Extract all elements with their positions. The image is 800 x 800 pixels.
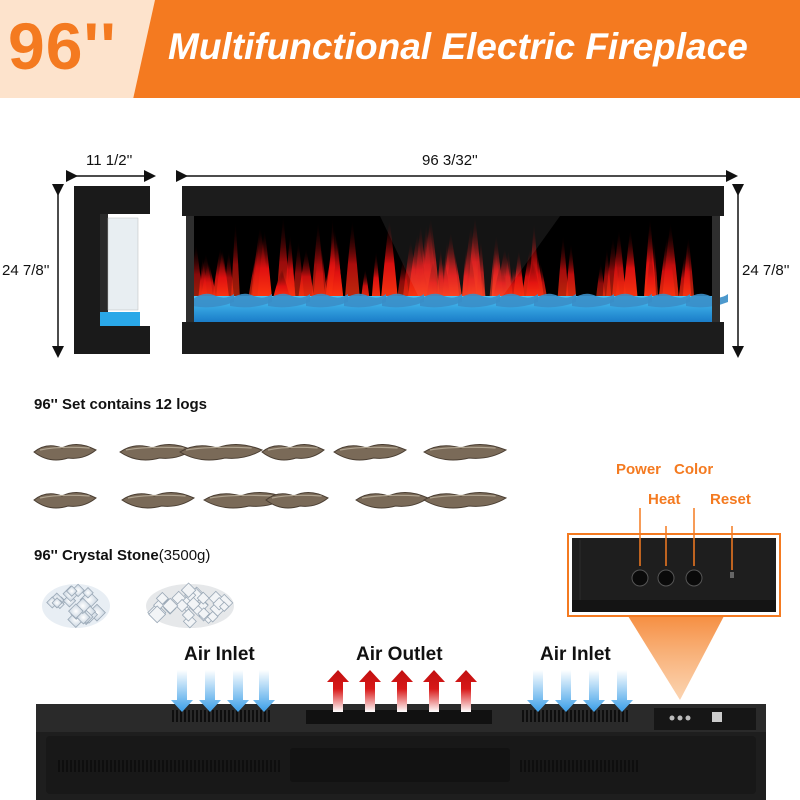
log-item [261, 444, 325, 461]
air-outlet-arrow-icon [327, 670, 477, 712]
right-height-label: 24 7/8'' [742, 262, 790, 279]
log-item [179, 444, 264, 461]
log-item [423, 492, 508, 509]
air-inlet-right-label: Air Inlet [540, 644, 611, 665]
side-width-label: 11 1/2'' [86, 152, 133, 169]
size-badge [0, 0, 155, 98]
crystal-stone-weight: (3500g) [158, 547, 211, 564]
crystal-stones-glass [146, 582, 234, 629]
log-item [33, 492, 97, 509]
control-panel-zoom [567, 508, 781, 700]
color-knob-icon [685, 569, 703, 587]
log-set [33, 444, 508, 509]
side-view-fireplace [74, 186, 150, 354]
crystal-stone-label: 96'' Crystal Stone(3500g) [34, 547, 210, 564]
color-label: Color [674, 461, 714, 478]
heat-label: Heat [648, 491, 681, 508]
fireplace-top-view [36, 704, 766, 800]
left-height-label: 24 7/8'' [2, 262, 50, 279]
front-view-fireplace [182, 186, 728, 354]
air-outlet-label: Air Outlet [356, 644, 443, 665]
logs-label: 96'' Set contains 12 logs [34, 396, 208, 413]
crystal-stone-title: 96'' Crystal Stone [34, 547, 159, 564]
air-inlet-arrow-icon [171, 670, 275, 712]
power-knob-icon [631, 569, 649, 587]
header-banner: 96'' Multifunctional Electric Fireplace [0, 0, 800, 98]
page-title: Multifunctional Electric Fireplace [168, 26, 748, 67]
power-label: Power [616, 461, 662, 478]
reset-button-icon [730, 572, 734, 578]
air-inlet-arrow-icon [527, 670, 633, 712]
log-item [121, 492, 196, 509]
log-item [355, 492, 430, 509]
air-inlet-left-label: Air Inlet [184, 644, 255, 665]
log-item [423, 444, 508, 461]
heat-knob-icon [657, 569, 675, 587]
log-item [333, 444, 408, 461]
log-item [265, 492, 329, 509]
size-label: 96'' [8, 9, 117, 83]
log-item [33, 444, 97, 461]
reset-label: Reset [710, 491, 751, 508]
crystal-stones-clear [42, 583, 110, 628]
front-width-label: 96 3/32'' [422, 152, 478, 169]
